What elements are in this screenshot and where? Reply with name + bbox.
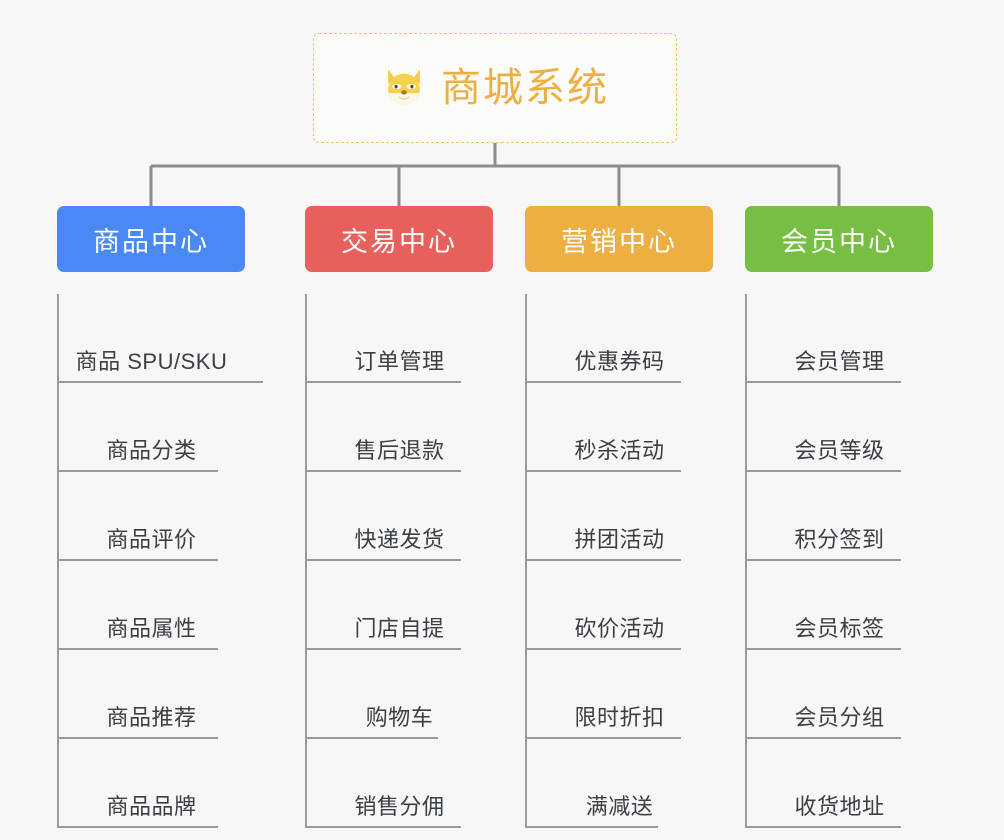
leaf-list-marketing-center: 优惠券码 秒杀活动 拼团活动 砍价活动 限时折扣	[525, 294, 713, 828]
leaf-underline	[526, 381, 681, 383]
leaf-item[interactable]: 商品评价	[58, 472, 245, 561]
leaf-underline	[526, 826, 658, 828]
leaf-item[interactable]: 商品 SPU/SKU	[58, 294, 263, 383]
leaf-label: 拼团活动	[574, 526, 665, 552]
leaf-label: 订单管理	[354, 348, 445, 374]
leaf-label: 限时折扣	[574, 704, 665, 730]
leaf-underline	[58, 470, 218, 472]
leaf-spine	[525, 294, 527, 828]
leaf-spine	[305, 294, 307, 828]
column-header-member-center[interactable]: 会员中心	[745, 206, 933, 272]
leaf-label: 秒杀活动	[574, 437, 665, 463]
column-trade-center: 交易中心 订单管理 售后退款 快递发货 门店自提	[305, 206, 493, 828]
leaf-underline	[306, 737, 438, 739]
leaf-item[interactable]: 优惠券码	[526, 294, 713, 383]
column-product-center: 商品中心 商品 SPU/SKU 商品分类 商品评价 商品属性	[57, 206, 263, 828]
root-title: 商城系统	[441, 66, 609, 110]
leaf-item[interactable]: 满减送	[526, 739, 713, 828]
leaf-label: 快递发货	[354, 526, 445, 552]
column-header-label: 商品中心	[93, 226, 209, 257]
column-header-label: 会员中心	[781, 226, 897, 257]
leaf-item[interactable]: 积分签到	[746, 472, 933, 561]
leaf-item[interactable]: 拼团活动	[526, 472, 713, 561]
column-header-label: 营销中心	[561, 226, 677, 257]
leaf-item[interactable]: 销售分佣	[306, 739, 493, 828]
leaf-underline	[746, 381, 901, 383]
leaf-underline	[58, 381, 263, 383]
leaf-underline	[746, 648, 901, 650]
leaf-underline	[306, 470, 461, 472]
shiba-dog-face-icon	[388, 69, 420, 106]
leaf-list-product-center: 商品 SPU/SKU 商品分类 商品评价 商品属性 商品推荐	[57, 294, 263, 828]
column-header-product-center[interactable]: 商品中心	[57, 206, 245, 272]
leaf-label: 会员分组	[794, 704, 885, 730]
leaf-item[interactable]: 商品属性	[58, 561, 245, 650]
leaf-label: 会员等级	[794, 437, 885, 463]
leaf-label: 购物车	[365, 704, 434, 730]
leaf-label: 积分签到	[794, 526, 885, 552]
leaf-underline	[58, 559, 218, 561]
leaf-underline	[58, 737, 218, 739]
column-header-trade-center[interactable]: 交易中心	[305, 206, 493, 272]
leaf-label: 商品推荐	[106, 704, 197, 730]
leaf-label: 售后退款	[354, 437, 445, 463]
leaf-underline	[306, 826, 461, 828]
leaf-item[interactable]: 商品品牌	[58, 739, 245, 828]
leaf-item[interactable]: 收货地址	[746, 739, 933, 828]
leaf-item[interactable]: 会员分组	[746, 650, 933, 739]
leaf-underline	[746, 559, 901, 561]
leaf-underline	[58, 648, 218, 650]
leaf-list-trade-center: 订单管理 售后退款 快递发货 门店自提 购物车	[305, 294, 493, 828]
leaf-spine	[745, 294, 747, 828]
leaf-label: 满减送	[585, 793, 654, 819]
leaf-item[interactable]: 会员标签	[746, 561, 933, 650]
leaf-underline	[526, 648, 681, 650]
leaf-label: 门店自提	[354, 615, 445, 641]
leaf-label: 会员标签	[794, 615, 885, 641]
leaf-label: 收货地址	[794, 793, 885, 819]
leaf-label: 商品评价	[106, 526, 197, 552]
leaf-item[interactable]: 商品分类	[58, 383, 245, 472]
leaf-underline	[58, 826, 218, 828]
leaf-item[interactable]: 砍价活动	[526, 561, 713, 650]
leaf-underline	[746, 826, 901, 828]
root-node[interactable]: 商城系统	[313, 33, 677, 143]
leaf-item[interactable]: 秒杀活动	[526, 383, 713, 472]
column-member-center: 会员中心 会员管理 会员等级 积分签到 会员标签	[745, 206, 933, 828]
leaf-underline	[526, 559, 681, 561]
leaf-underline	[526, 470, 681, 472]
leaf-item[interactable]: 门店自提	[306, 561, 493, 650]
leaf-label: 销售分佣	[354, 793, 445, 819]
column-marketing-center: 营销中心 优惠券码 秒杀活动 拼团活动 砍价活动	[525, 206, 713, 828]
column-header-label: 交易中心	[341, 226, 457, 257]
leaf-label: 商品品牌	[106, 793, 197, 819]
leaf-item[interactable]: 购物车	[306, 650, 493, 739]
leaf-item[interactable]: 限时折扣	[526, 650, 713, 739]
leaf-underline	[306, 559, 461, 561]
leaf-item[interactable]: 商品推荐	[58, 650, 245, 739]
leaf-spine	[57, 294, 59, 828]
leaf-underline	[746, 737, 901, 739]
column-header-marketing-center[interactable]: 营销中心	[525, 206, 713, 272]
leaf-underline	[306, 648, 461, 650]
leaf-item[interactable]: 售后退款	[306, 383, 493, 472]
leaf-label: 砍价活动	[574, 615, 665, 641]
leaf-label: 会员管理	[794, 348, 885, 374]
leaf-label: 商品分类	[106, 437, 197, 463]
leaf-label: 优惠券码	[574, 348, 665, 374]
leaf-underline	[306, 381, 461, 383]
leaf-item[interactable]: 订单管理	[306, 294, 493, 383]
leaf-underline	[746, 470, 901, 472]
leaf-underline	[526, 737, 681, 739]
leaf-label: 商品属性	[106, 615, 197, 641]
leaf-item[interactable]: 会员管理	[746, 294, 933, 383]
leaf-label: 商品 SPU/SKU	[75, 348, 228, 374]
leaf-item[interactable]: 快递发货	[306, 472, 493, 561]
leaf-item[interactable]: 会员等级	[746, 383, 933, 472]
leaf-list-member-center: 会员管理 会员等级 积分签到 会员标签 会员分组	[745, 294, 933, 828]
